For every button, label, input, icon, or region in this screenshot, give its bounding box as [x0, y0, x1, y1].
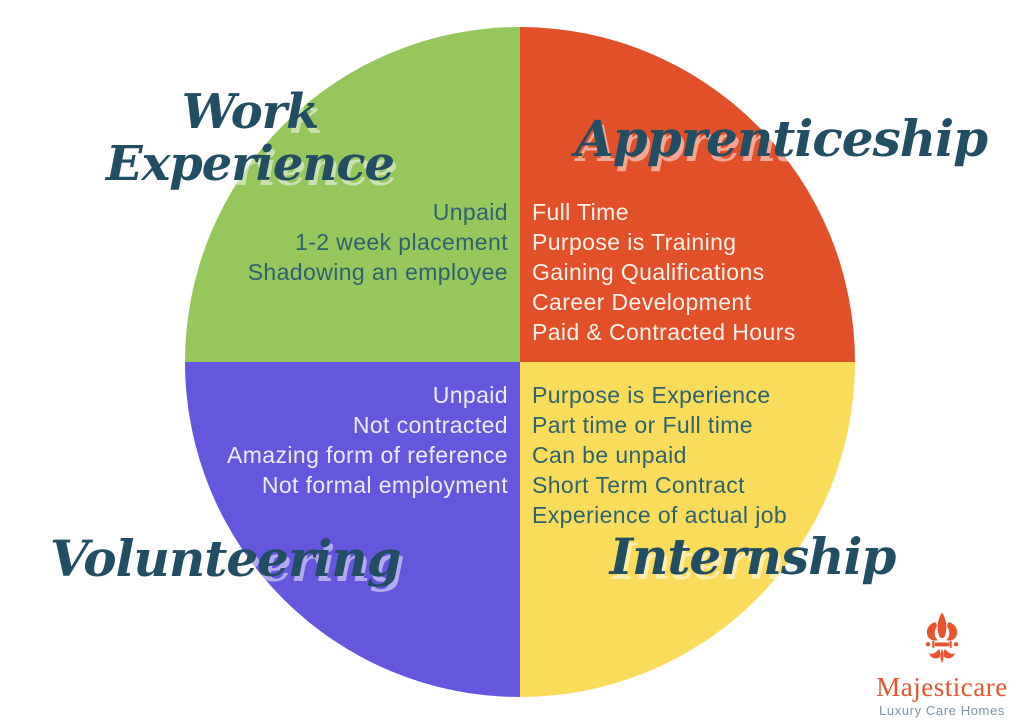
list-item: Full Time [532, 199, 629, 225]
majesticare-logo: Majesticare Luxury Care Homes [856, 612, 1024, 719]
quadrant-work-experience [185, 27, 521, 363]
brand-name: Majesticare [876, 672, 1008, 702]
list-item: Career Development [532, 289, 752, 315]
list-item: Amazing form of reference [226, 442, 508, 468]
quadrant-internship [520, 362, 855, 697]
brand-tagline: Luxury Care Homes [879, 703, 1005, 718]
list-item: Paid & Contracted Hours [532, 319, 796, 345]
list-item: Shadowing an employee [247, 259, 508, 285]
list-item: Purpose is Training [532, 229, 737, 255]
list-item: Not contracted [352, 412, 508, 438]
quadrant-circle [185, 27, 855, 697]
list-item: Gaining Qualifications [532, 259, 765, 285]
list-item: Experience of actual job [532, 502, 788, 528]
fleur-de-lis-icon [925, 612, 959, 664]
quadrant-apprenticeship [520, 27, 855, 363]
list-item: Can be unpaid [532, 442, 687, 468]
list-item: Short Term Contract [532, 472, 745, 498]
list-item: Unpaid [432, 199, 508, 225]
list-item: Purpose is Experience [532, 382, 771, 408]
list-item: Not formal employment [261, 472, 508, 498]
list-item: Unpaid [432, 382, 508, 408]
list-item: 1-2 week placement [294, 229, 508, 255]
quadrant-volunteering [185, 362, 521, 697]
list-item: Part time or Full time [532, 412, 753, 438]
